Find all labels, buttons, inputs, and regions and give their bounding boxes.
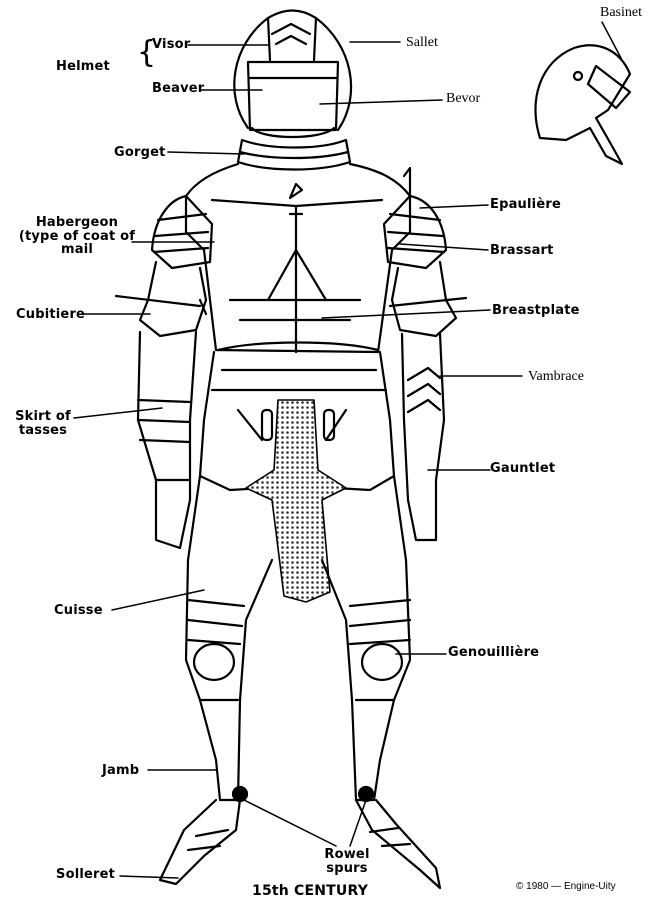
helmet-drawing [234,11,351,138]
label-visor: Visor [152,38,190,51]
label-solleret: Solleret [56,868,115,881]
rowel-spurs-drawing [233,787,373,801]
label-breastplate: Breastplate [492,304,580,317]
label-epauliere: Epaulière [490,198,561,211]
label-helmet: Helmet [56,60,110,73]
label-sallet: Sallet [406,36,438,50]
label-bevor: Bevor [446,92,480,106]
breastplate-drawing [186,164,410,352]
label-habergeon: Habergeon (type of coat of mail [18,216,136,257]
label-rowel-spurs: Rowel spurs [320,848,374,875]
label-vambrace: Vambrace [528,370,584,384]
gorget-drawing [238,140,350,170]
label-beaver: Beaver [152,82,204,95]
label-jamb: Jamb [102,764,139,777]
basinet-drawing [535,45,630,164]
label-skirt-of-tasses: Skirt of tasses [12,410,74,437]
sollerets-drawing [160,800,440,888]
copyright-notice: © 1980 — Engine-Uity [516,882,616,892]
label-brassart: Brassart [490,244,554,257]
label-cuisse: Cuisse [54,604,103,617]
diagram-title: 15th CENTURY [252,884,368,898]
label-gauntlet: Gauntlet [490,462,555,475]
label-gorget: Gorget [114,146,166,159]
label-cubitiere: Cubitiere [16,308,85,321]
label-basinet: Basinet [600,6,642,20]
label-genouilliere: Genouillière [448,646,539,659]
